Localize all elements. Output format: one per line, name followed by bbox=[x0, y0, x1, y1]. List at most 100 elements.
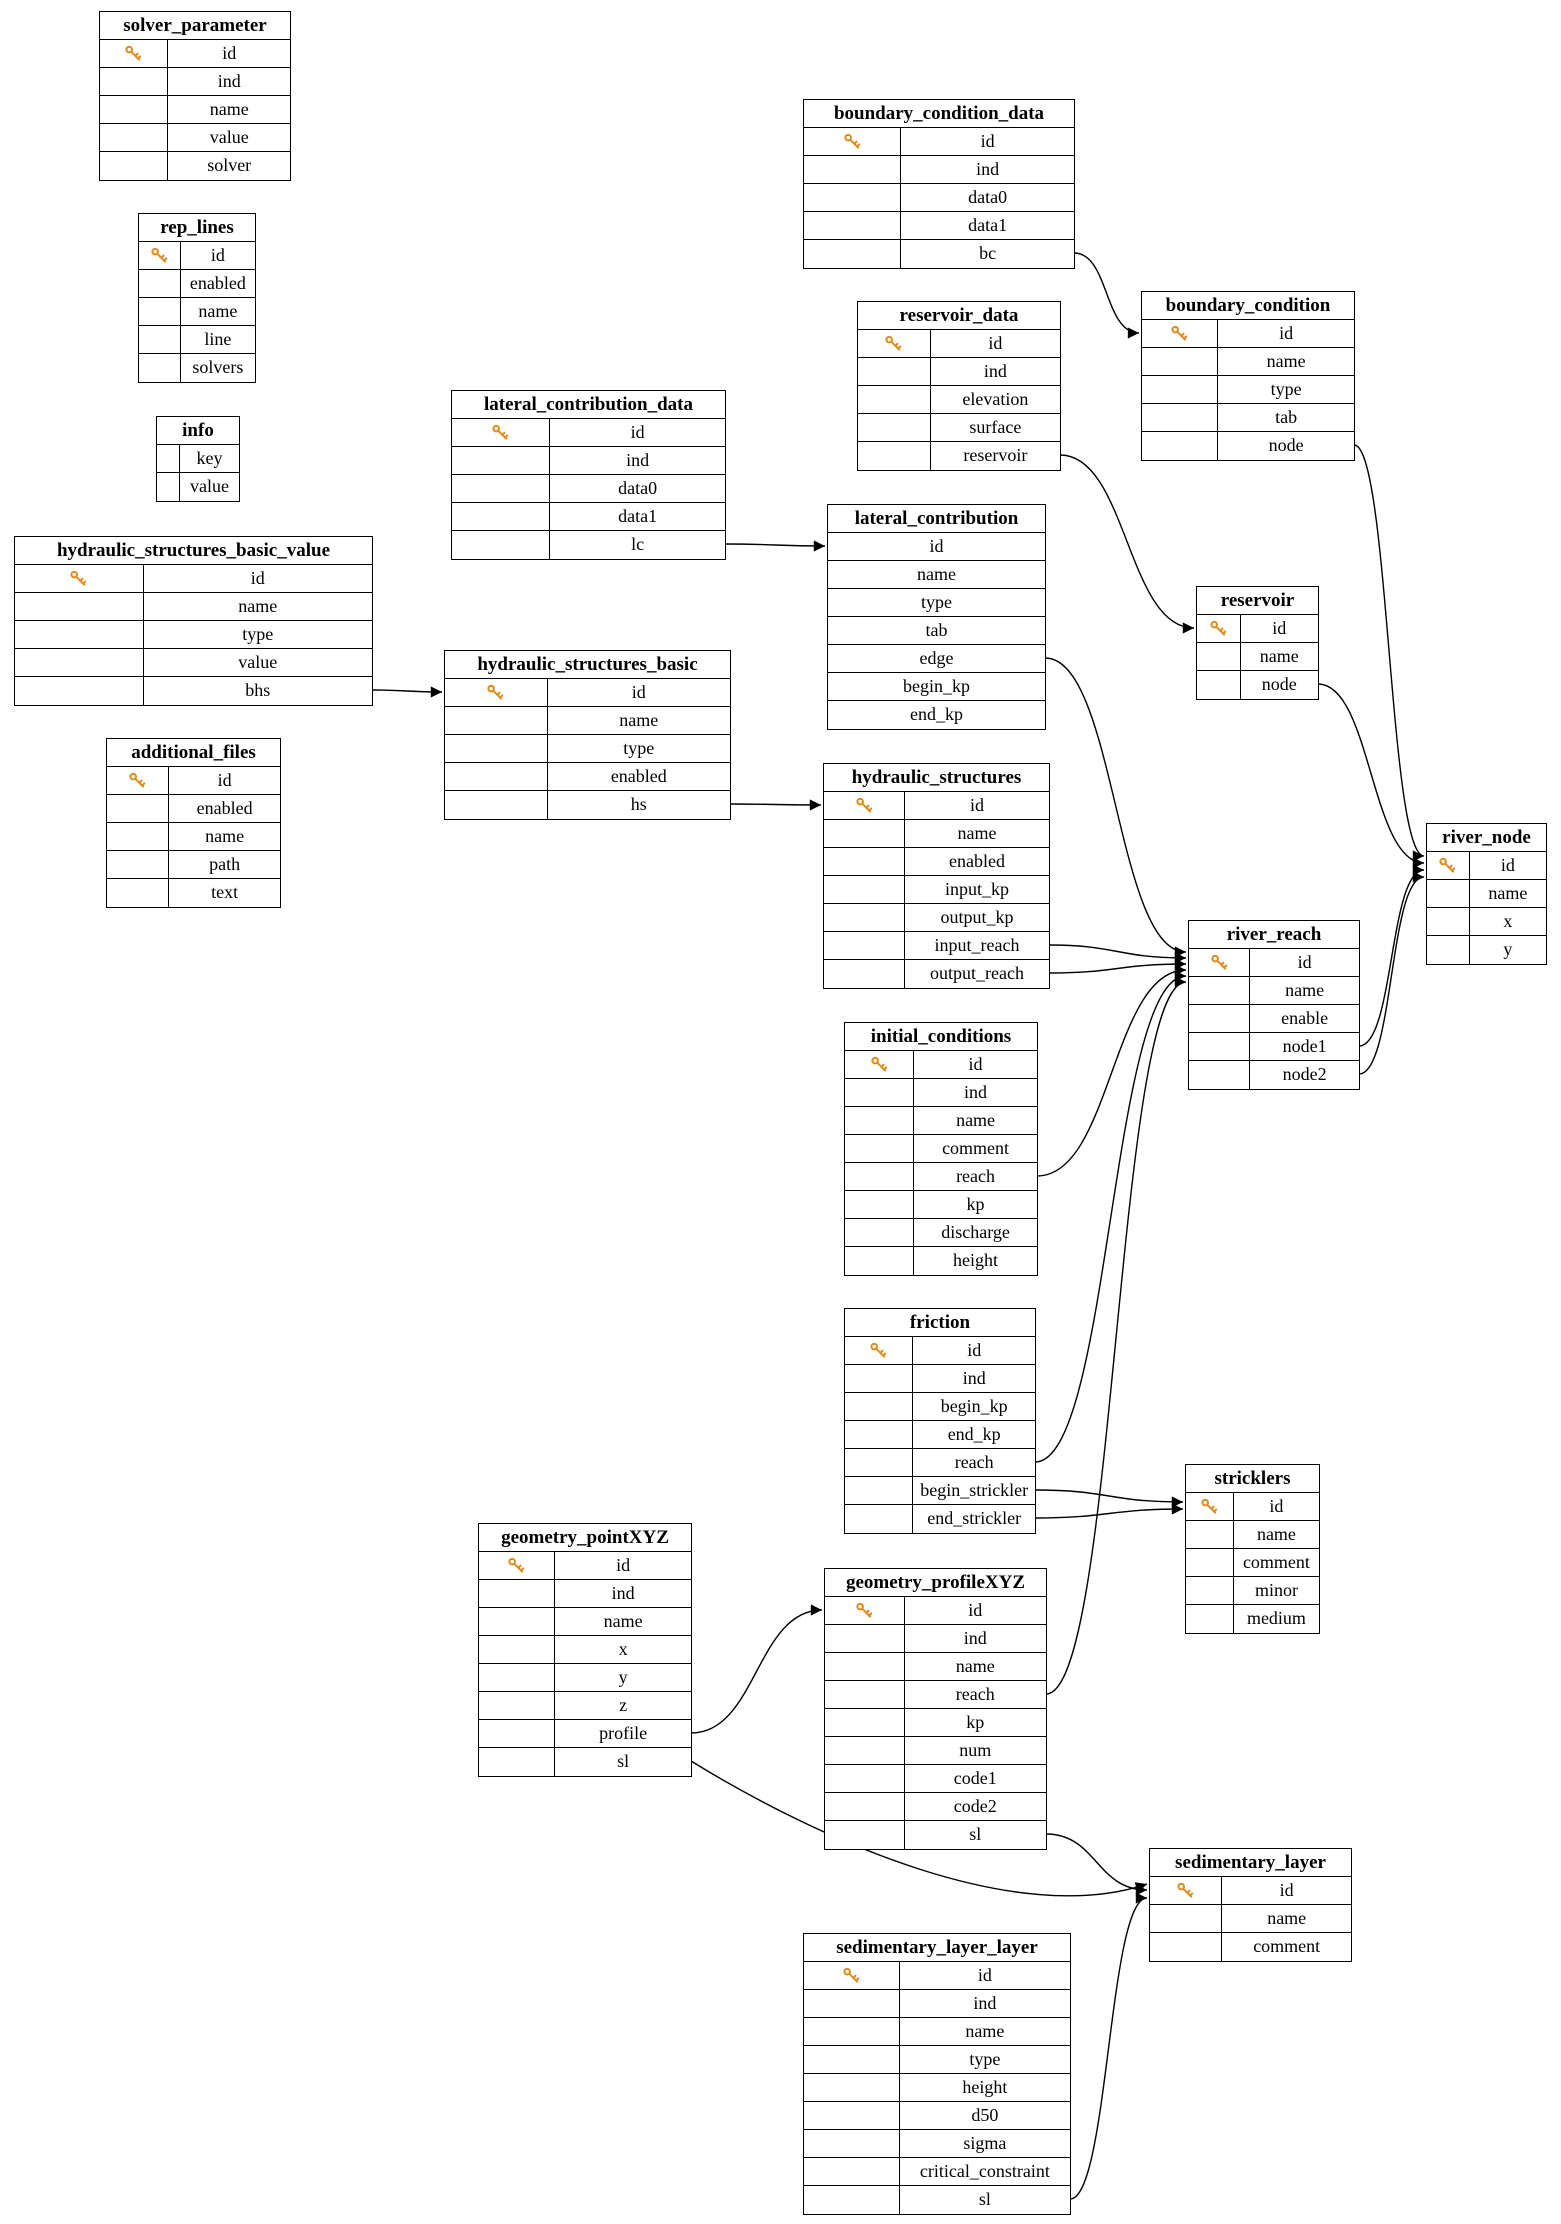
column-name: id bbox=[967, 1340, 982, 1360]
primary-key-icon bbox=[70, 570, 87, 586]
column-name: id bbox=[1279, 323, 1294, 343]
column-row-id: id bbox=[1189, 949, 1359, 977]
column-name: sigma bbox=[963, 2133, 1007, 2153]
column-row-medium: medium bbox=[1186, 1605, 1319, 1633]
column-name: type bbox=[969, 2049, 1001, 2069]
column-name: elevation bbox=[962, 389, 1029, 409]
column-name: minor bbox=[1254, 1580, 1298, 1600]
key-cell-empty bbox=[1186, 1521, 1234, 1548]
column-name: sl bbox=[978, 2189, 991, 2209]
column-row-tab: tab bbox=[1142, 404, 1354, 432]
column-name: tab bbox=[1275, 407, 1298, 427]
key-cell-empty bbox=[452, 531, 551, 559]
column-name: end_kp bbox=[947, 1424, 1001, 1444]
relation-geometry_pointXYZ.profile-to-geometry_profileXYZ bbox=[690, 1604, 823, 1734]
key-cell-empty bbox=[804, 240, 902, 268]
column-row-name: name bbox=[107, 823, 280, 851]
key-cell-empty bbox=[1197, 643, 1241, 670]
column-name: ind bbox=[963, 1628, 987, 1648]
column-name: tab bbox=[925, 620, 948, 640]
column-name: type bbox=[242, 624, 274, 644]
column-row-data0: data0 bbox=[804, 184, 1074, 212]
column-name: data0 bbox=[618, 478, 658, 498]
column-row-id: id bbox=[139, 242, 255, 270]
key-cell-empty bbox=[1197, 671, 1241, 699]
key-cell-empty bbox=[15, 649, 144, 676]
column-row-comment: comment bbox=[1186, 1549, 1319, 1577]
key-cell-empty bbox=[825, 1709, 905, 1736]
column-name: id bbox=[1500, 855, 1515, 875]
key-cell-empty bbox=[100, 96, 169, 123]
column-row-enabled: enabled bbox=[107, 795, 280, 823]
key-cell-empty bbox=[858, 386, 931, 413]
key-cell-empty bbox=[825, 1625, 905, 1652]
column-row-name: name bbox=[845, 1107, 1037, 1135]
key-cell-empty bbox=[804, 2102, 900, 2129]
key-cell-empty bbox=[858, 414, 931, 441]
column-row-reach: reach bbox=[845, 1449, 1035, 1477]
column-name: y bbox=[618, 1667, 628, 1687]
relation-lateral_contribution_data.lc-to-lateral_contribution bbox=[724, 540, 826, 552]
key-cell-empty bbox=[845, 1219, 915, 1246]
key-cell-empty bbox=[845, 1135, 915, 1162]
table-title: reservoir_data bbox=[858, 302, 1060, 330]
key-cell-empty bbox=[139, 298, 181, 325]
column-name: name bbox=[619, 710, 659, 730]
column-row-type: type bbox=[15, 621, 372, 649]
column-name: begin_kp bbox=[940, 1396, 1008, 1416]
column-row-height: height bbox=[845, 1247, 1037, 1275]
column-row-elevation: elevation bbox=[858, 386, 1060, 414]
column-name: x bbox=[1503, 911, 1513, 931]
column-row-name: name bbox=[479, 1608, 691, 1636]
primary-key-cell bbox=[1427, 852, 1470, 879]
column-name: enable bbox=[1281, 1008, 1329, 1028]
column-name: enabled bbox=[189, 273, 246, 293]
column-row-id: id bbox=[479, 1552, 691, 1580]
primary-key-cell bbox=[858, 330, 931, 357]
column-row-id: id bbox=[15, 565, 372, 593]
column-row-solver: solver bbox=[100, 152, 290, 180]
column-row-height: height bbox=[804, 2074, 1070, 2102]
key-cell-empty bbox=[445, 791, 548, 819]
primary-key-cell bbox=[845, 1051, 915, 1078]
column-name: name bbox=[956, 1110, 996, 1130]
table-title: sedimentary_layer_layer bbox=[804, 1934, 1070, 1962]
column-name: profile bbox=[599, 1723, 648, 1743]
column-row-ind: ind bbox=[858, 358, 1060, 386]
primary-key-cell bbox=[1142, 320, 1219, 347]
column-row-id: id bbox=[1186, 1493, 1319, 1521]
key-cell-empty bbox=[825, 1737, 905, 1764]
primary-key-cell bbox=[445, 679, 548, 706]
relation-sedimentary_layer_layer.sl-to-sedimentary_layer bbox=[1069, 1892, 1148, 2200]
key-cell-empty bbox=[824, 876, 905, 903]
primary-key-cell bbox=[825, 1597, 905, 1624]
table-title: reservoir bbox=[1197, 587, 1318, 615]
primary-key-cell bbox=[804, 128, 902, 155]
column-name: name bbox=[198, 301, 238, 321]
column-row-name: name bbox=[445, 707, 730, 735]
column-row-reservoir: reservoir bbox=[858, 442, 1060, 470]
column-name: name bbox=[1267, 1908, 1307, 1928]
column-row-sl: sl bbox=[825, 1821, 1046, 1849]
primary-key-cell bbox=[1186, 1493, 1234, 1520]
column-name: id bbox=[210, 245, 225, 265]
column-name: name bbox=[955, 1656, 995, 1676]
key-cell-empty bbox=[107, 795, 170, 822]
primary-key-icon bbox=[487, 684, 504, 700]
key-cell-empty bbox=[157, 445, 180, 472]
column-row-name: name bbox=[1142, 348, 1354, 376]
key-cell-empty bbox=[100, 152, 169, 180]
column-name: id bbox=[1297, 952, 1312, 972]
column-name: id bbox=[222, 43, 237, 63]
column-row-type: type bbox=[804, 2046, 1070, 2074]
table-title: rep_lines bbox=[139, 214, 255, 242]
column-name: kp bbox=[966, 1712, 985, 1732]
column-row-y: y bbox=[1427, 936, 1546, 964]
column-name: data0 bbox=[968, 187, 1008, 207]
column-row-data0: data0 bbox=[452, 475, 725, 503]
